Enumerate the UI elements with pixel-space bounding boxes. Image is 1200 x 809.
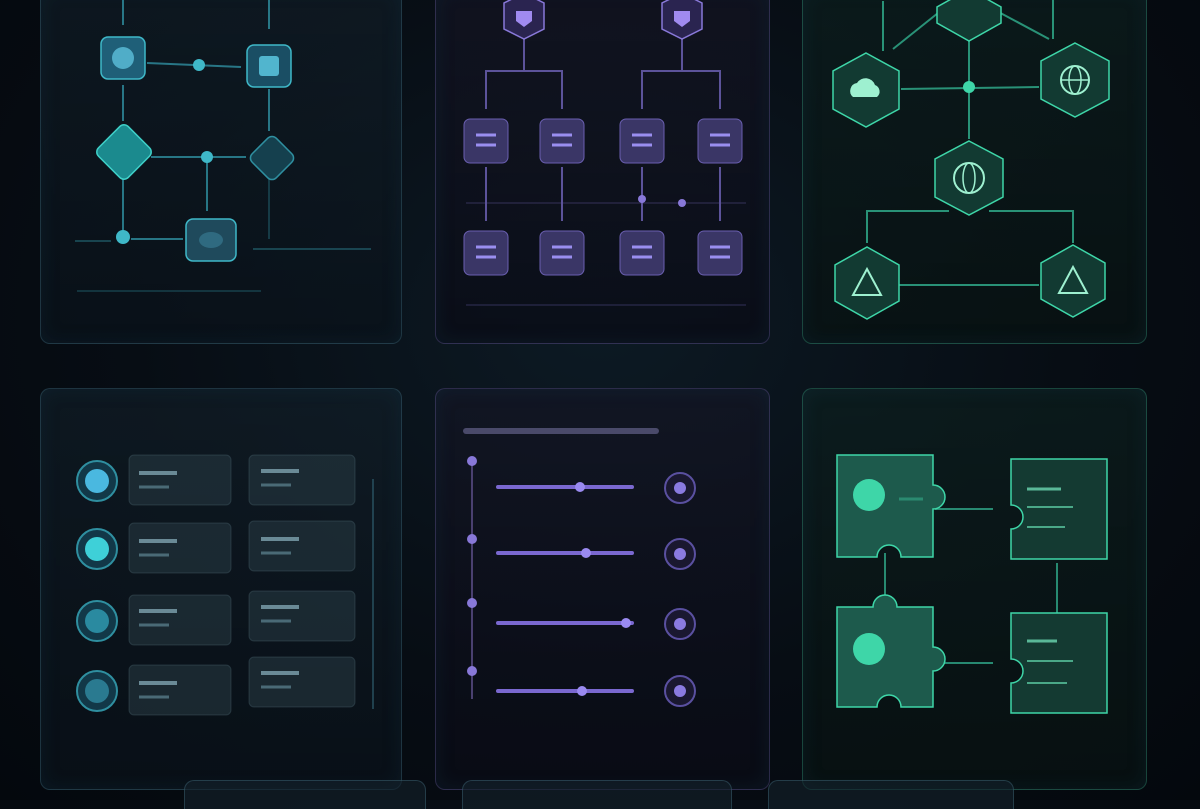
flowchart-diagram xyxy=(75,0,371,292)
flow-node-dot xyxy=(116,230,130,244)
timeline-row xyxy=(467,456,696,504)
bottom-tab[interactable] xyxy=(462,780,732,809)
list-item xyxy=(76,454,356,506)
list-icon xyxy=(463,230,509,276)
globe-icon xyxy=(934,140,1004,216)
flowchart-panel xyxy=(40,0,402,344)
timeline-diagram xyxy=(463,428,696,707)
timeline-row xyxy=(467,666,696,707)
hex-node xyxy=(936,0,1002,42)
list-icon xyxy=(697,118,743,164)
list-icon xyxy=(539,230,585,276)
warning-icon xyxy=(1040,244,1106,318)
flow-node-dot xyxy=(193,59,205,71)
list-item xyxy=(76,520,356,574)
list-icon xyxy=(539,118,585,164)
list-panel xyxy=(40,388,402,790)
list-item xyxy=(76,656,356,716)
bottom-tab[interactable] xyxy=(184,780,426,809)
decision-diamond xyxy=(249,135,295,181)
security-tree-diagram xyxy=(463,0,746,306)
puzzle-panel xyxy=(802,388,1147,790)
list-diagram xyxy=(76,454,374,716)
flow-node-dot xyxy=(201,151,213,163)
puzzle-icon xyxy=(1010,458,1108,560)
timeline-panel xyxy=(435,388,770,790)
list-item xyxy=(76,590,356,646)
list-icon xyxy=(619,118,665,164)
bottom-tab[interactable] xyxy=(768,780,1014,809)
list-icon xyxy=(697,230,743,276)
warning-icon xyxy=(834,246,900,320)
puzzle-icon xyxy=(836,454,946,558)
list-icon xyxy=(619,230,665,276)
decision-diamond xyxy=(96,124,152,180)
timeline-row xyxy=(467,598,696,640)
puzzle-icon xyxy=(836,594,946,708)
puzzle-diagram xyxy=(836,454,1108,714)
puzzle-icon xyxy=(1010,612,1108,714)
security-tree-panel xyxy=(435,0,770,344)
network-panel xyxy=(802,0,1147,344)
timeline-row xyxy=(467,534,696,570)
list-icon xyxy=(463,118,509,164)
network-diagram xyxy=(832,0,1110,320)
